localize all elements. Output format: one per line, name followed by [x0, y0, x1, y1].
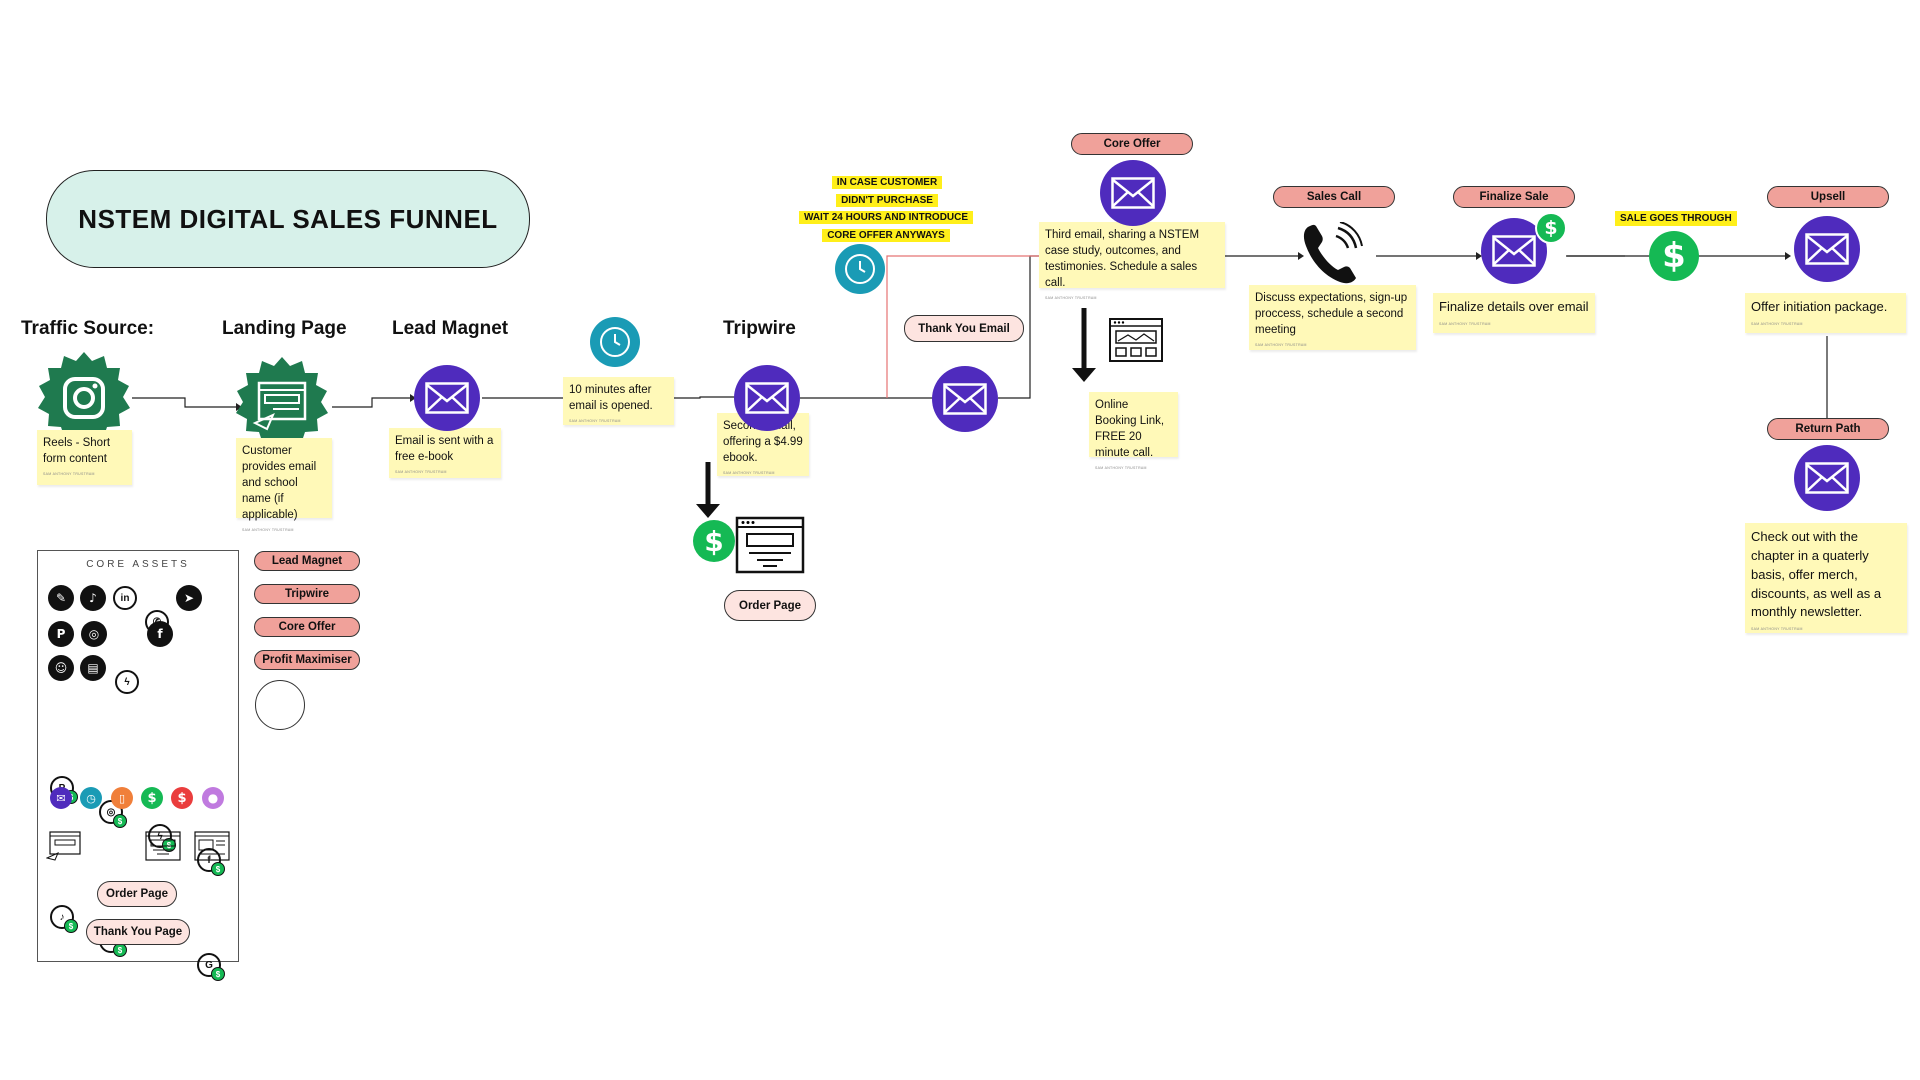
- order-page-asset-icon: [145, 831, 181, 866]
- linkedin-icon: in: [113, 586, 137, 610]
- legend-empty-circle: [255, 680, 305, 730]
- booking-page-screen-icon: [1108, 317, 1164, 368]
- stage-lead-magnet: Lead Magnet: [392, 318, 509, 339]
- stage-landing-page: Landing Page: [222, 318, 347, 339]
- snapchat-icon: ☺: [48, 655, 74, 681]
- shop-icon: ▤: [80, 655, 106, 681]
- return-path-pill: Return Path: [1767, 418, 1889, 440]
- lead-magnet-mail-icon: [414, 365, 480, 431]
- legend-core-offer: Core Offer: [254, 617, 360, 637]
- tripwire-mail-icon: [734, 365, 800, 431]
- phone-call-icon: [1300, 221, 1364, 293]
- sales-call-pill: Sales Call: [1273, 186, 1395, 208]
- core-offer-pill: Core Offer: [1071, 133, 1193, 155]
- finalize-sale-pill: Finalize Sale: [1453, 186, 1575, 208]
- facebook-icon: f: [147, 621, 173, 647]
- thank-you-email-pill: Thank You Email: [904, 315, 1024, 342]
- wait-24-hours-label: WAIT 24 HOURS AND INTRODUCE CORE OFFER A…: [796, 207, 976, 243]
- order-page-screen-icon: [735, 516, 805, 579]
- note-ten-minutes: 10 minutes after email is opened.SAM ANT…: [563, 377, 674, 425]
- core-offer-mail-icon: [1100, 160, 1166, 226]
- google-paid-icon: G$: [197, 953, 225, 981]
- order-page-pill: Order Page: [724, 590, 816, 621]
- pinterest-icon: P: [48, 621, 74, 647]
- note-customer: Customer provides email and school name …: [236, 438, 332, 532]
- in-case-label: IN CASE CUSTOMER DIDN'T PURCHASE: [831, 172, 943, 208]
- dollar-green-asset-icon: $: [141, 787, 163, 809]
- sale-dollar-icon: $: [1649, 231, 1699, 281]
- tiktok-paid-icon: ♪$: [50, 905, 78, 933]
- landing-page-badge-icon: [233, 357, 331, 456]
- tiktok-icon: ♪: [80, 585, 106, 611]
- note-online-booking: Online Booking Link, FREE 20 minute call…: [1089, 392, 1178, 470]
- instagram-icon: ◎: [81, 621, 107, 647]
- assets-order-page-pill: Order Page: [97, 881, 177, 907]
- legend-tripwire: Tripwire: [254, 584, 360, 604]
- instagram-paid-icon: ◎$: [99, 800, 127, 828]
- landing-page-asset-icon: [45, 831, 82, 866]
- note-offer: Offer initiation package.SAM ANTHONY TRU…: [1745, 293, 1906, 333]
- core-assets-title: CORE ASSETS: [86, 559, 190, 570]
- note-third-email: Third email, sharing a NSTEM case study,…: [1039, 222, 1225, 300]
- phone-asset-icon: ▯: [111, 787, 133, 809]
- mail-asset-icon: ✉: [50, 787, 72, 809]
- stage-traffic-source: Traffic Source:: [21, 318, 155, 339]
- telegram-icon: ➤: [176, 585, 202, 611]
- dollar-red-asset-icon: $: [171, 787, 193, 809]
- return-path-mail-icon: [1794, 445, 1860, 511]
- note-discuss: Discuss expectations, sign-up proccess, …: [1249, 285, 1416, 350]
- pencil-icon: ✎: [48, 585, 74, 611]
- assets-thank-you-page-pill: Thank You Page: [86, 919, 190, 945]
- sale-goes-through-label: SALE GOES THROUGH: [1615, 211, 1737, 226]
- funnel-title: NSTEM DIGITAL SALES FUNNEL: [46, 170, 530, 268]
- booking-page-asset-icon: [194, 831, 230, 866]
- core-assets-panel: CORE ASSETS ✎ ♪ in ✆ ➤ P ◎ ϟ f ☺ ▤ P$ ◎$…: [37, 550, 239, 981]
- user-asset-icon: ●: [202, 787, 224, 809]
- instagram-badge-icon: [35, 352, 133, 451]
- stage-tripwire: Tripwire: [723, 318, 796, 339]
- upsell-mail-icon: [1794, 216, 1860, 282]
- legend-lead-magnet: Lead Magnet: [254, 551, 360, 571]
- upsell-pill: Upsell: [1767, 186, 1889, 208]
- thank-you-mail-icon: [932, 366, 998, 432]
- legend-profit-maximiser: Profit Maximiser: [254, 650, 360, 670]
- note-checkout: Check out with the chapter in a quaterly…: [1745, 523, 1907, 633]
- finalize-dollar-icon: $: [1535, 212, 1567, 244]
- tripwire-dollar-icon: $: [693, 520, 735, 562]
- messenger-icon: ϟ: [115, 670, 139, 694]
- clock-asset-icon: ◷: [80, 787, 102, 809]
- wait-24-hours-clock-icon: [835, 244, 885, 294]
- ten-minute-clock-icon: [590, 317, 640, 367]
